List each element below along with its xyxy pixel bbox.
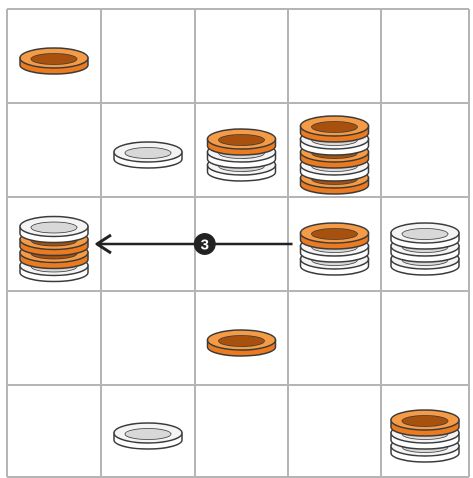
white-disc: [19, 215, 89, 244]
board-cell[interactable]: [288, 9, 381, 103]
disc-stack[interactable]: [206, 329, 277, 357]
move-count-badge: [193, 233, 216, 255]
board-cell[interactable]: [7, 291, 101, 385]
disc-stack[interactable]: [390, 409, 460, 463]
disc-stack[interactable]: [390, 222, 460, 276]
board-cell[interactable]: [7, 385, 101, 477]
disc-stack[interactable]: [19, 47, 89, 75]
disc-stack[interactable]: [299, 115, 370, 195]
orange-disc: [390, 409, 460, 437]
arrow-head: [95, 233, 112, 255]
board-cell[interactable]: [288, 385, 381, 477]
orange-disc: [206, 329, 277, 357]
disc-stack[interactable]: [206, 128, 277, 182]
board-cell[interactable]: [381, 9, 469, 103]
disc-stack[interactable]: [19, 215, 89, 283]
move-arrow: 3: [95, 233, 293, 255]
disc-stack[interactable]: [299, 222, 370, 276]
orange-disc: [299, 222, 370, 250]
orange-disc: [19, 47, 89, 75]
board-cell[interactable]: [195, 385, 288, 477]
orange-disc: [206, 128, 277, 156]
white-disc: [390, 222, 460, 250]
disc-stacks: [19, 47, 460, 463]
disc-stack[interactable]: [113, 422, 183, 450]
board-grid: [6, 8, 470, 478]
move-count-label: 3: [201, 237, 209, 254]
board-cell[interactable]: [101, 291, 195, 385]
orange-disc: [299, 115, 370, 143]
board-cell[interactable]: [288, 291, 381, 385]
board-cell[interactable]: [381, 103, 469, 197]
board-cell[interactable]: [195, 9, 288, 103]
white-disc: [113, 141, 183, 169]
white-disc: [113, 422, 183, 450]
board-cell[interactable]: [101, 9, 195, 103]
board-cell[interactable]: [7, 103, 101, 197]
disc-stack[interactable]: [113, 141, 183, 169]
board-cell[interactable]: [381, 291, 469, 385]
